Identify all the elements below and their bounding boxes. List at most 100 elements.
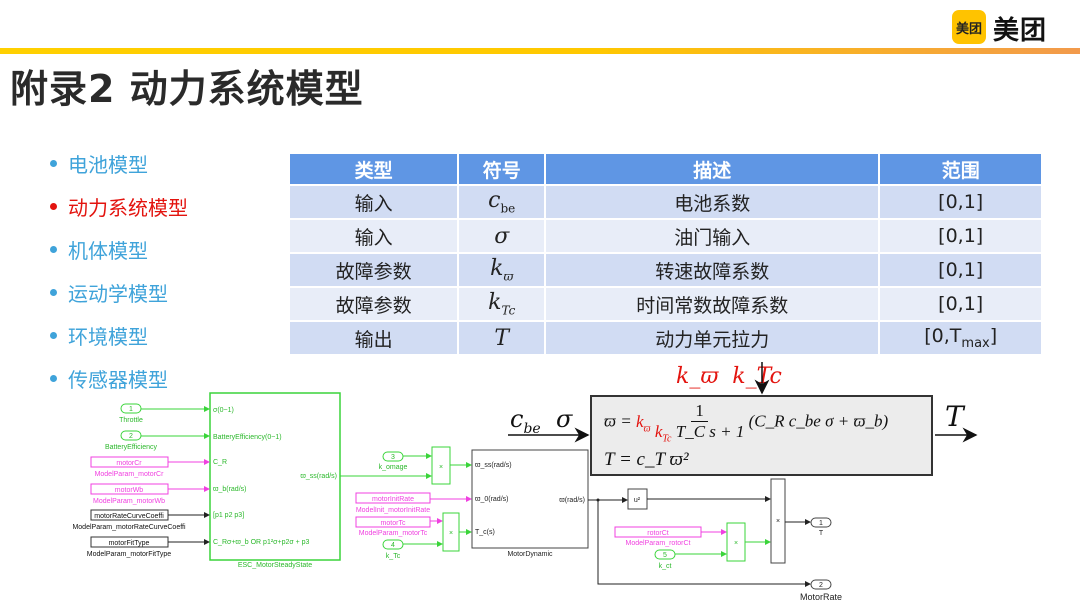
diagram-label: motorTc	[381, 520, 406, 527]
thrust-equation: T = c_T ϖ²	[604, 449, 689, 470]
signal-line	[597, 500, 811, 587]
meituan-logo-text: 美团	[993, 16, 1048, 46]
motor-dynamic-block	[471, 449, 589, 549]
diagram-label: ModelParam_motorRateCurveCoeffi	[72, 524, 186, 531]
outport-thrust	[810, 517, 832, 528]
esc-motor-steady-state-block	[209, 392, 341, 561]
diagram-label: 5	[663, 552, 667, 559]
symbol-cell: kϖ	[457, 252, 547, 288]
desc-cell: 电池系数	[544, 184, 881, 220]
diagram-label: 2	[129, 433, 133, 440]
sidebar-item-environment[interactable]: 环境模型	[50, 321, 148, 350]
fault-inputs-label: k_ϖ k_Tc	[676, 364, 782, 389]
diagram-label: C_Rσ+ϖ_b OR p1²σ+p2σ + p3	[213, 539, 310, 546]
diagram-label: ×	[439, 464, 443, 471]
output-label: T	[945, 400, 964, 433]
inputs-label: cbe σ	[510, 405, 573, 437]
diagram-label: k_ct	[659, 563, 672, 570]
table-header-row: 类型 符号 描述 范围	[287, 152, 1043, 186]
type-cell: 输入	[287, 184, 460, 220]
diagram-label: BatteryEfficiency(0~1)	[213, 434, 282, 441]
range-cell: [0,1]	[878, 218, 1043, 254]
diagram-label: motorCr	[116, 460, 142, 467]
diagram-label: C_R	[213, 459, 227, 466]
meituan-logo-icon: 美团	[952, 10, 986, 44]
diagram-label: σ(0~1)	[213, 407, 234, 414]
sidebar-item-label: 环境模型	[68, 325, 148, 349]
column-header: 范围	[878, 152, 1043, 186]
desc-cell: 油门输入	[544, 218, 881, 254]
range-cell: [0,1]	[878, 184, 1043, 220]
desc-cell: 动力单元拉力	[544, 320, 881, 356]
diagram-label: ϖ(rad/s)	[559, 497, 585, 504]
sidebar-item-battery[interactable]: 电池模型	[50, 149, 148, 178]
diagram-label: T_c(s)	[475, 529, 495, 536]
diagram-label: 1	[819, 520, 823, 527]
diagram-label: ϖ_ss(rad/s)	[300, 473, 337, 480]
sidebar-item-label: 动力系统模型	[68, 196, 188, 220]
type-cell: 故障参数	[287, 286, 460, 322]
symbol-cell: kTc	[457, 286, 547, 322]
diagram-label: ModelParam_motorCr	[95, 471, 165, 478]
desc-cell: 时间常数故障系数	[544, 286, 881, 322]
diagram-label: ϖ_ss(rad/s)	[475, 462, 512, 469]
type-cell: 输入	[287, 218, 460, 254]
sidebar-item-airframe[interactable]: 机体模型	[50, 235, 148, 264]
diagram-label: 4	[391, 542, 395, 549]
block-label: ESC_MotorSteadyState	[238, 562, 312, 569]
diagram-label: motorRateCurveCoeffi	[94, 513, 164, 520]
column-header: 描述	[544, 152, 881, 186]
diagram-label: ×	[776, 518, 780, 525]
diagram-label: ModelParam_motorTc	[359, 530, 428, 537]
sidebar-item-kinematics[interactable]: 运动学模型	[50, 278, 168, 307]
diagram-label: ModelInit_motorInitRate	[356, 507, 430, 514]
symbol-cell: σ	[457, 218, 547, 254]
diagram-label: ModelParam_motorWb	[93, 498, 165, 505]
symbol-cell: cbe	[457, 184, 547, 220]
symbol-cell: T	[457, 320, 547, 356]
column-header: 类型	[287, 152, 460, 186]
diagram-label: k_omage	[379, 464, 408, 471]
range-cell: [0,1]	[878, 286, 1043, 322]
diagram-label: 2	[819, 582, 823, 589]
param-motorTc	[355, 516, 431, 528]
outport-motor-rate	[810, 579, 832, 590]
diagram-label: motorWb	[115, 487, 144, 494]
sidebar-item-powertrain[interactable]: 动力系统模型	[50, 192, 188, 221]
diagram-label: ϖ_b(rad/s)	[213, 486, 246, 493]
bullet-icon	[50, 246, 57, 253]
diagram-label: ModelParam_rotorCt	[626, 540, 691, 547]
diagram-label: ModelParam_motorFitType	[87, 551, 172, 558]
diagram-label: ×	[734, 540, 738, 547]
diagram-label: BatteryEfficiency	[105, 444, 158, 451]
column-header: 符号	[457, 152, 547, 186]
type-cell: 输出	[287, 320, 460, 356]
diagram-label: u²	[634, 497, 641, 504]
diagram-label: ×	[449, 530, 453, 537]
diagram-label: T	[819, 530, 824, 537]
bullet-icon	[50, 375, 57, 382]
bullet-icon	[50, 332, 57, 339]
bullet-icon	[50, 203, 57, 210]
page-title: 附录2 动力系统模型	[10, 67, 364, 111]
diagram-label: rotorCt	[647, 530, 668, 537]
product-block	[770, 478, 786, 564]
diagram-label: motorFitType	[109, 540, 150, 547]
diagram-label: Throttle	[119, 417, 143, 424]
diagram-label: motorInitRate	[372, 496, 414, 503]
sidebar-item-sensor[interactable]: 传感器模型	[50, 364, 168, 393]
desc-cell: 转速故障系数	[544, 252, 881, 288]
sidebar-item-label: 机体模型	[68, 239, 148, 263]
type-cell: 故障参数	[287, 252, 460, 288]
diagram-label: ϖ_0(rad/s)	[475, 496, 508, 503]
range-cell: [0,1]	[878, 252, 1043, 288]
